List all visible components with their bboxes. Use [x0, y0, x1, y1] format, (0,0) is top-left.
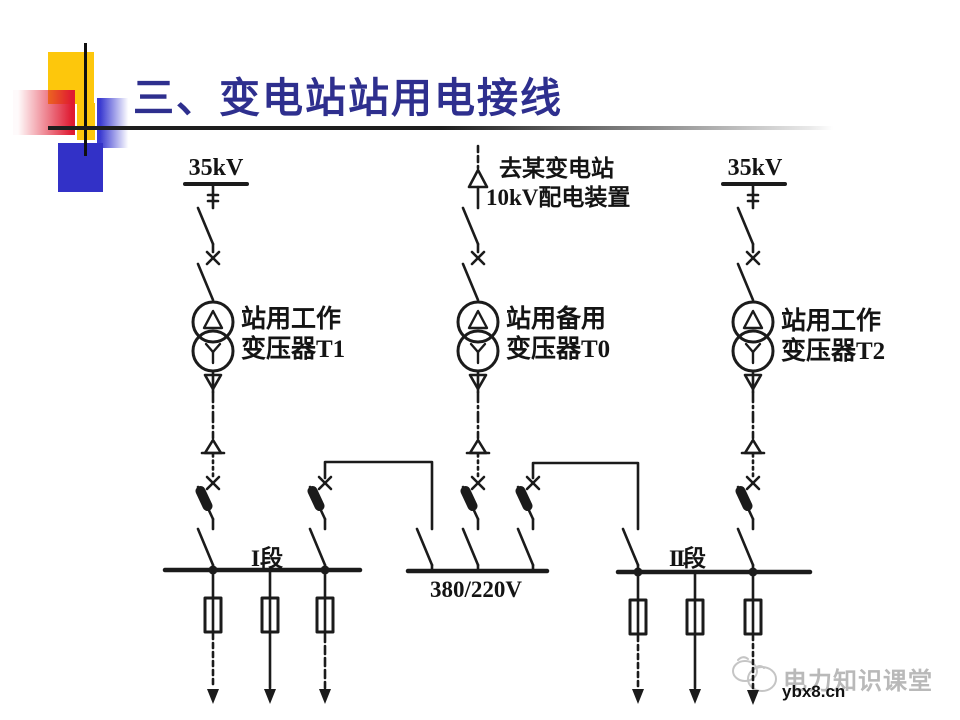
disconnector-icon — [461, 262, 480, 302]
disconnector-icon — [308, 527, 327, 567]
transformer-t2-icon — [731, 300, 775, 373]
label-35kv-left: 35kV — [188, 155, 244, 181]
x-contact-icon — [470, 475, 486, 491]
title-underline-rule — [48, 126, 833, 130]
label-middle-source-line1: 去某变电站 — [499, 156, 614, 181]
disconnector-icon — [415, 527, 434, 567]
label-bus-section1: I段 — [251, 546, 283, 571]
deco-blue-fade-square — [97, 98, 130, 148]
label-transformer-t2: 站用工作 变压器T2 — [781, 307, 885, 367]
transformer-name: 站用备用 — [506, 306, 607, 333]
breaker-icon — [310, 487, 325, 519]
triangle-up-icon — [200, 438, 226, 455]
branch-t2 — [721, 182, 787, 574]
disconnector-icon — [196, 527, 215, 567]
transformer-name: 站用工作 — [781, 308, 882, 335]
arrow-down-icon — [317, 687, 333, 706]
watermark-brand: 电力知识课堂 — [783, 669, 933, 695]
triangle-up-icon — [740, 438, 766, 455]
tie-left — [308, 460, 434, 573]
breaker-icon — [738, 487, 753, 519]
breaker-icon — [198, 487, 213, 519]
disconnector-icon — [461, 206, 480, 246]
label-middle-source-line2: 10kV配电装置 — [486, 185, 631, 210]
disconnector-icon — [516, 527, 535, 567]
arrow-down-icon — [262, 687, 278, 706]
transformer-code: 变压器T1 — [241, 336, 346, 363]
triangle-up-icon — [465, 438, 491, 455]
disconnector-icon — [736, 206, 755, 246]
x-contact-icon — [745, 475, 761, 491]
x-contact-icon — [745, 250, 761, 266]
deco-vertical-line — [84, 43, 87, 156]
x-contact-icon — [205, 475, 221, 491]
page-title: 三、变电站站用电接线 — [133, 75, 563, 121]
branch-t1 — [183, 182, 249, 572]
disconnector-icon — [736, 262, 755, 302]
x-contact-icon — [205, 250, 221, 266]
deco-blue-square — [58, 143, 103, 192]
feeders-section2 — [628, 570, 763, 707]
x-contact-icon — [470, 250, 486, 266]
transformer-t0-icon — [456, 300, 500, 373]
disconnector-icon — [736, 527, 755, 567]
transformer-code: 变压器T2 — [781, 338, 886, 365]
disconnector-icon — [461, 527, 480, 567]
label-transformer-t1: 站用工作 变压器T1 — [241, 305, 345, 365]
arrow-up-open-icon — [467, 168, 489, 189]
arrow-down-icon — [205, 687, 221, 706]
transformer-name: 站用工作 — [241, 306, 342, 333]
feeders-section1 — [203, 568, 335, 706]
arrow-down-icon — [630, 687, 646, 706]
branch-t0 — [456, 144, 500, 573]
tie-right — [516, 461, 640, 574]
label-35kv-right: 35kV — [727, 155, 783, 181]
arrow-down-icon — [687, 687, 703, 706]
disconnector-icon — [196, 206, 215, 246]
breaker-icon — [518, 487, 533, 519]
disconnector-icon — [196, 262, 215, 302]
transformer-code: 变压器T0 — [506, 336, 611, 363]
watermark-logo-icon — [732, 656, 777, 692]
label-transformer-t0: 站用备用 变压器T0 — [506, 305, 610, 365]
disconnector-icon — [621, 527, 640, 567]
breaker-icon — [463, 487, 478, 519]
arrow-down-icon — [745, 688, 761, 707]
label-lv-voltage: 380/220V — [430, 577, 522, 602]
watermark-site: ybx8.cn — [782, 682, 846, 701]
transformer-t1-icon — [191, 300, 235, 373]
label-bus-section2: II段 — [669, 546, 706, 571]
